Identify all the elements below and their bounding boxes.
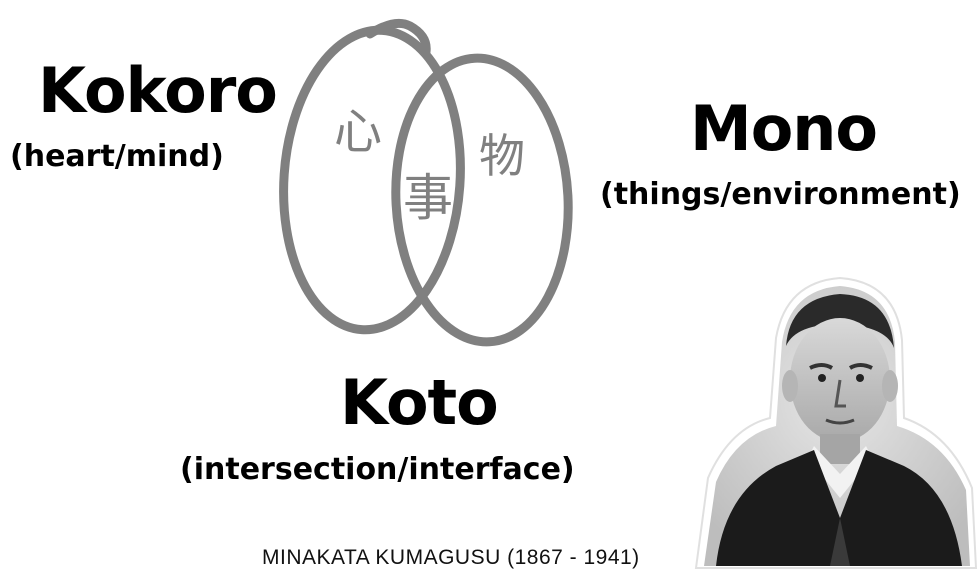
kanji-kokoro: 心 xyxy=(334,104,382,160)
portrait-image xyxy=(694,276,978,569)
koto-title: Koto xyxy=(340,366,499,439)
sketch-hook xyxy=(365,18,431,57)
mono-subtitle: (things/environment) xyxy=(600,177,961,212)
mono-title: Mono xyxy=(690,92,878,165)
portrait-caption: MINAKATA KUMAGUSU (1867 - 1941) xyxy=(262,546,640,569)
kanji-koto: 事 xyxy=(403,169,453,227)
mono-circle xyxy=(391,53,573,347)
kokoro-subtitle: (heart/mind) xyxy=(10,139,224,174)
kokoro-title: Kokoro xyxy=(38,54,278,127)
koto-subtitle: (intersection/interface) xyxy=(180,452,575,487)
kanji-mono: 物 xyxy=(479,129,525,183)
